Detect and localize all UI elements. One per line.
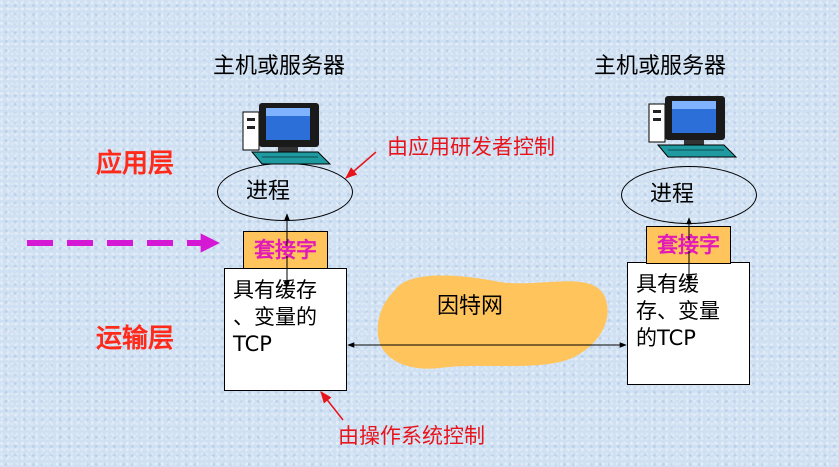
app-control-arrow <box>345 151 377 179</box>
host-label-right: 主机或服务器 <box>594 54 727 79</box>
transport-layer-label: 运输层 <box>96 324 175 354</box>
internet-cloud <box>377 275 608 369</box>
os-control-label: 由操作系统控制 <box>338 424 485 448</box>
computer-icon-left <box>242 103 332 165</box>
socket-left: 套接字 <box>243 231 328 269</box>
application-layer-label: 应用层 <box>96 149 175 179</box>
os-control-arrow <box>320 391 344 421</box>
tcp-text-left-line1: 具有缓存 <box>233 278 317 302</box>
computer-icon-right <box>648 96 738 158</box>
process-label-right: 进程 <box>650 182 695 207</box>
process-label-left: 进程 <box>246 179 291 204</box>
internet-label: 因特网 <box>437 294 503 319</box>
tcp-text-right-line2: 存、变量 <box>636 299 720 323</box>
host-label-left: 主机或服务器 <box>213 54 346 79</box>
tcp-text-left-line2: 、变量的 <box>233 305 317 329</box>
tcp-text-right-line3: 的TCP <box>636 326 696 350</box>
tcp-text-left-line3: TCP <box>233 332 272 356</box>
app-developer-control-label: 由应用研发者控制 <box>387 135 555 159</box>
tcp-box-left: 具有缓存 、变量的 TCP <box>224 268 347 391</box>
